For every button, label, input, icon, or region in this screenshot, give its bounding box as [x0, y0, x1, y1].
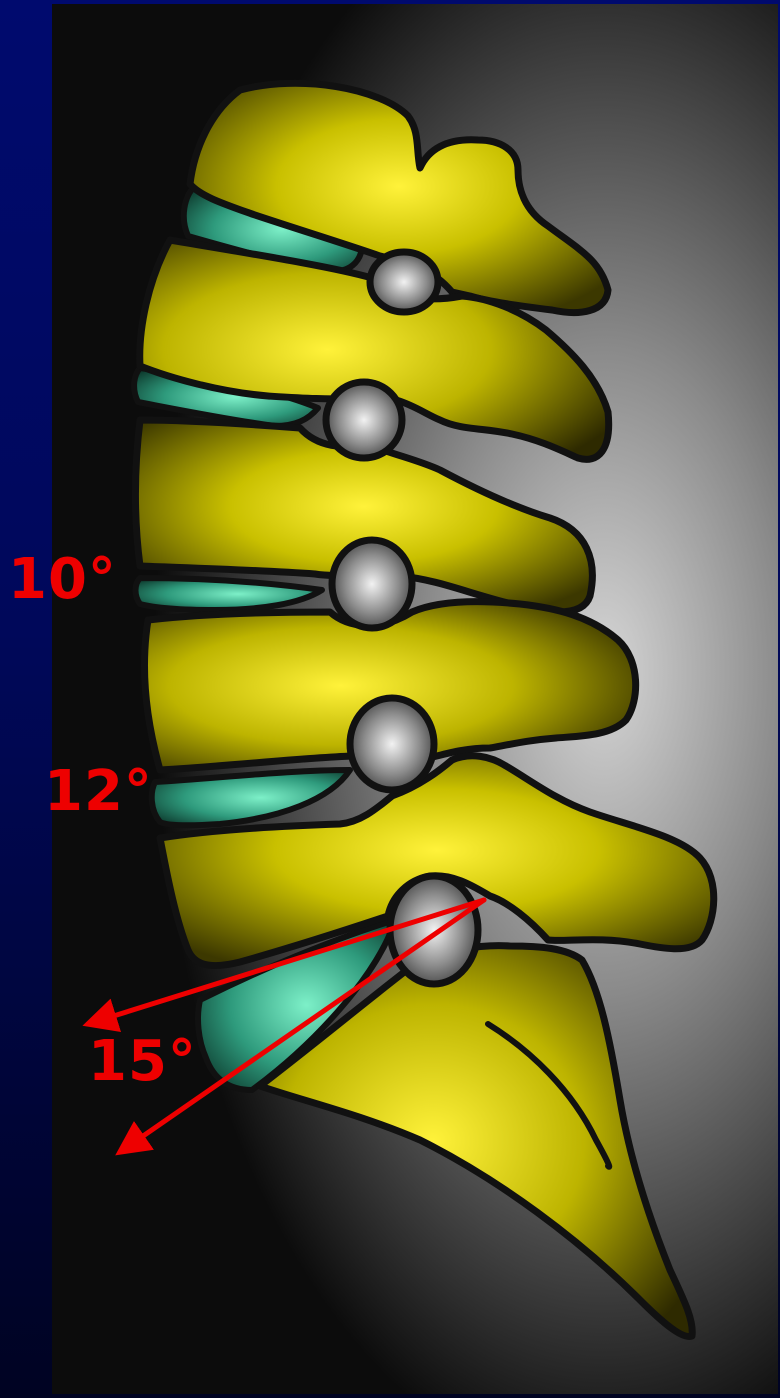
disc-l3-l4 — [136, 578, 323, 610]
facet-joint-l4-l5 — [350, 698, 434, 790]
facet-joint-l3-l4 — [332, 540, 412, 628]
angle-label-l5-s1: 15° — [88, 1034, 197, 1090]
angle-label-l3-l4: 10° — [8, 552, 117, 608]
disc-l4-l5 — [152, 770, 350, 825]
facet-joint-l5-s1 — [390, 876, 478, 984]
facet-joint-l1-l2 — [370, 252, 438, 312]
facet-joint-l2-l3 — [326, 382, 402, 458]
angle-label-l4-l5: 12° — [44, 764, 153, 820]
